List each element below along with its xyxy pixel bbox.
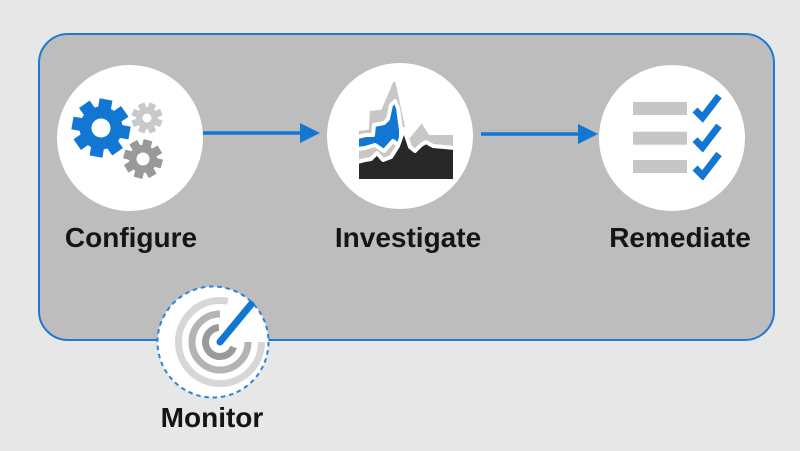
configure-label: Configure bbox=[64, 222, 198, 253]
arrow-investigate-to-remediate bbox=[481, 124, 598, 144]
checklist-bar bbox=[633, 160, 687, 173]
remediate-label: Remediate bbox=[609, 222, 751, 253]
area-chart-icon bbox=[355, 78, 457, 183]
gears-icon bbox=[71, 98, 164, 180]
checklist-bar bbox=[633, 102, 687, 115]
monitor-circle bbox=[156, 285, 270, 399]
check-icon bbox=[692, 123, 722, 153]
arrow-configure-to-investigate bbox=[203, 123, 320, 143]
check-icon bbox=[692, 151, 722, 180]
investigate-label: Investigate bbox=[334, 222, 482, 253]
radar-needle bbox=[216, 301, 255, 346]
checklist-icon bbox=[633, 94, 722, 180]
check-icon bbox=[692, 94, 722, 123]
monitor-label: Monitor bbox=[160, 402, 264, 433]
checklist-bar bbox=[633, 131, 687, 145]
